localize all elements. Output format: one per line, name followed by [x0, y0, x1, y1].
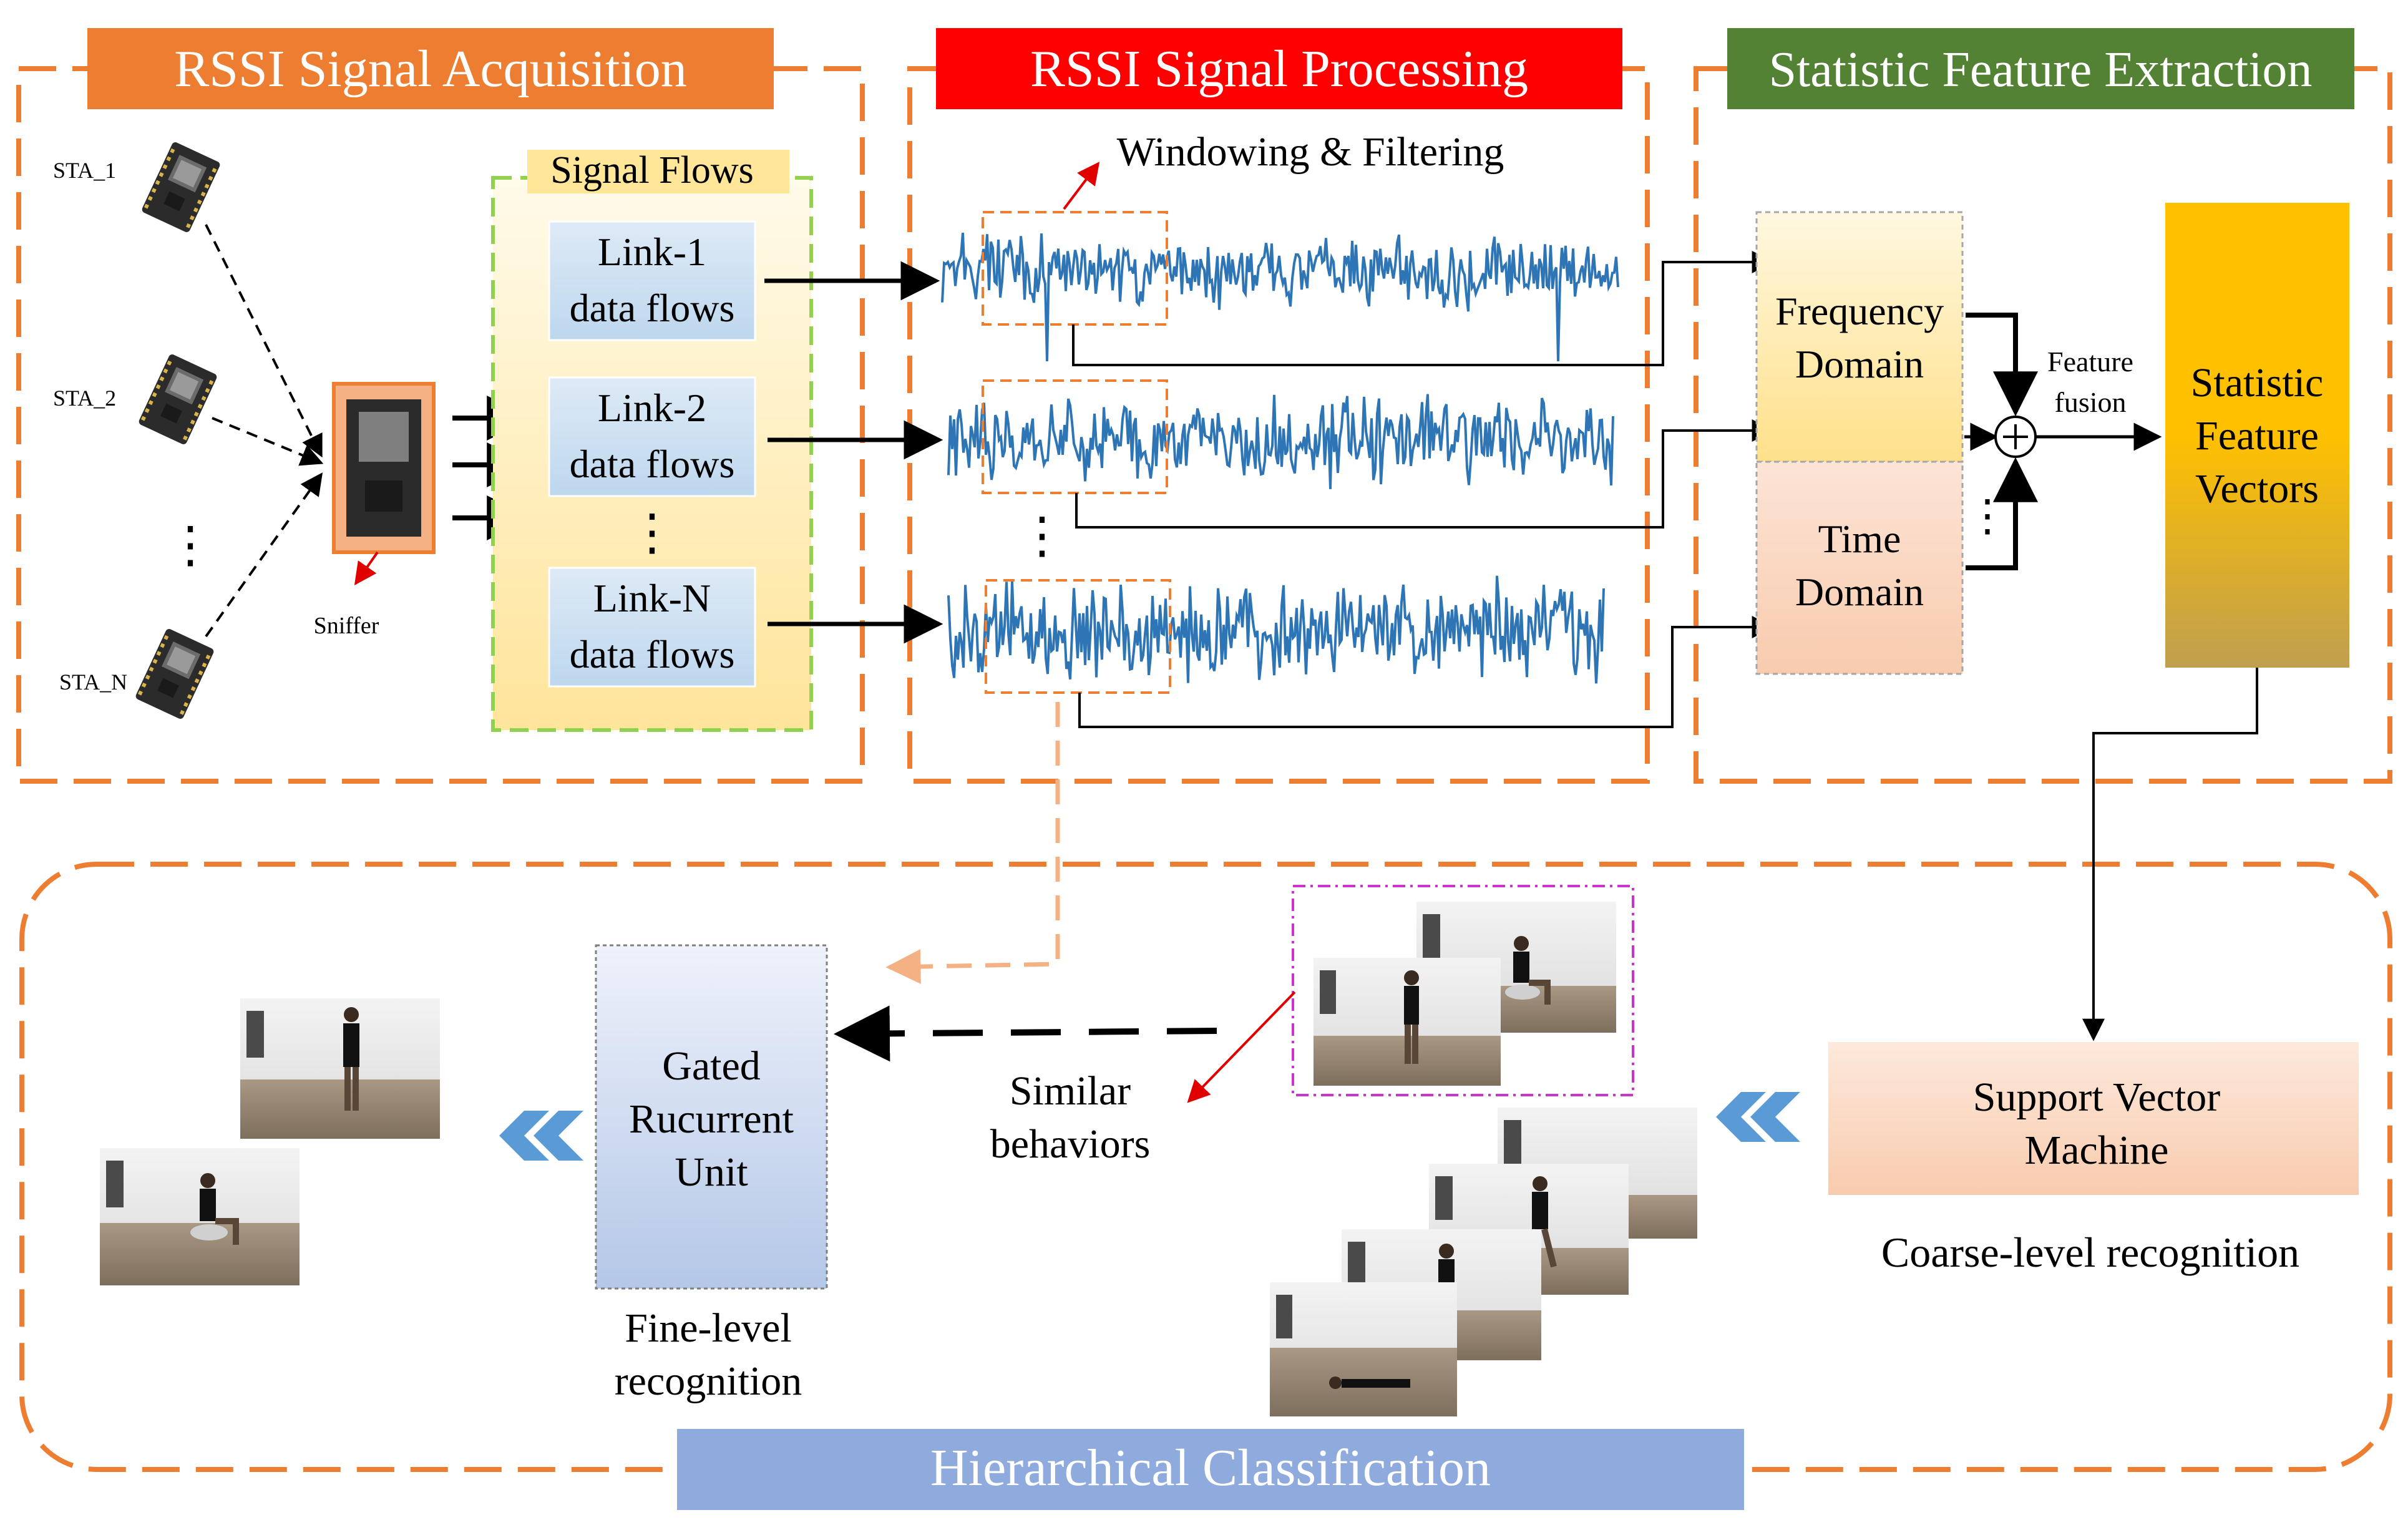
fine-level-sublabel: recognition — [615, 1358, 802, 1404]
similar-photo-standing — [1314, 958, 1501, 1086]
station-2-board — [137, 353, 218, 446]
wave-n-to-time — [1078, 616, 1775, 728]
sniffer-device — [332, 382, 436, 554]
link-1-sublabel: data flows — [570, 286, 735, 330]
window-box-2 — [982, 379, 1168, 494]
fine-photo-sitting — [100, 1148, 300, 1285]
feature-title: Statistic Feature Extraction — [1769, 42, 2313, 97]
station-2-link — [212, 417, 324, 466]
frequency-domain-box — [1755, 211, 1964, 463]
signal-waveform-2 — [947, 394, 1614, 489]
feature-vectors-box — [2165, 203, 2349, 668]
window-box-n — [985, 579, 1171, 694]
svm-box — [1828, 1042, 2359, 1195]
vectors-to-svm — [2082, 668, 2258, 1041]
fusion-ellipsis: ⋮ — [1966, 492, 2009, 540]
processing-title: RSSI Signal Processing — [1030, 40, 1528, 98]
gru-label-1: Gated — [662, 1043, 761, 1089]
time-domain-box — [1755, 460, 1964, 675]
station-n-label: STA_N — [59, 670, 127, 694]
acquisition-frame — [16, 66, 865, 784]
gru-box — [595, 944, 828, 1290]
processing-title-bg — [936, 28, 1622, 109]
svm-sublabel: Machine — [2025, 1128, 2169, 1173]
station-n-board — [134, 628, 215, 720]
classification-title-bg — [677, 1429, 1744, 1510]
feature-vectors-label-1: Statistic — [2191, 360, 2324, 406]
freq-to-fusion — [1966, 313, 2038, 417]
signal-waveform-n — [947, 575, 1605, 684]
similar-behaviors-label: Similar — [1010, 1068, 1131, 1114]
link-2-label: Link-2 — [598, 386, 706, 430]
classification-frame — [19, 862, 2392, 1472]
stations-ellipsis: ⋮ — [165, 518, 215, 573]
waves-ellipsis: ⋮ — [1017, 509, 1067, 563]
link-n-sublabel: data flows — [570, 632, 735, 676]
feature-title-bg — [1727, 28, 2354, 109]
time-domain-label: Time — [1818, 517, 1901, 561]
station-1-link — [205, 224, 323, 458]
coarse-level-label: Coarse-level recognition — [1881, 1229, 2299, 1276]
links-ellipsis: ⋮ — [627, 505, 677, 560]
acquisition-title-bg — [87, 28, 774, 109]
signal-waveform-1 — [941, 232, 1619, 362]
gru-label-2: Rucurrent — [629, 1096, 794, 1142]
time-to-fusion — [1966, 457, 2038, 570]
station-2-label: STA_2 — [53, 386, 116, 411]
wave-2-to-freq — [1075, 419, 1775, 529]
processing-frame — [907, 66, 1650, 784]
signal-flows-title: Signal Flows — [550, 149, 754, 192]
station-n-link — [205, 472, 323, 638]
link-2-box — [548, 376, 756, 497]
classification-title: Hierarchical Classification — [930, 1439, 1491, 1497]
similar-pointer — [1187, 991, 1296, 1103]
gru-label-3: Unit — [675, 1149, 748, 1195]
link-1-box — [548, 220, 756, 341]
similar-behaviors-sublabel: behaviors — [990, 1121, 1151, 1167]
station-1-label: STA_1 — [53, 158, 116, 183]
windowing-pointer — [1063, 162, 1100, 210]
feature-vectors-label-3: Vectors — [2195, 466, 2319, 512]
feature-fusion-sublabel: fusion — [2055, 386, 2127, 418]
link-n-box — [548, 567, 756, 688]
signal-flows-title-bg — [527, 150, 789, 193]
similar-to-gru-arrow — [834, 1005, 1217, 1062]
link-1-label: Link-1 — [598, 230, 706, 274]
window-box-1 — [982, 211, 1168, 326]
chevron-left-icon — [1716, 1092, 1800, 1142]
feature-vectors-label-2: Feature — [2195, 413, 2319, 459]
chevron-left-icon — [499, 1111, 583, 1161]
processing-to-gru-arrow — [885, 702, 1060, 985]
frequency-domain-sublabel: Domain — [1795, 342, 1924, 386]
time-domain-sublabel: Domain — [1795, 570, 1924, 614]
fusion-plus-icon — [1994, 416, 2037, 458]
station-1-board — [140, 141, 222, 233]
acquisition-title: RSSI Signal Acquisition — [174, 40, 686, 98]
coarse-photo-lying — [1270, 1282, 1457, 1416]
link-n-label: Link-N — [593, 576, 711, 620]
frequency-domain-label: Frequency — [1775, 289, 1944, 333]
sniffer-pointer — [354, 551, 379, 585]
signal-waveforms — [941, 232, 1619, 684]
svm-label: Support Vector — [1973, 1074, 2221, 1120]
wave-1-to-freq — [1072, 251, 1775, 366]
sniffer-label: Sniffer — [314, 613, 379, 639]
fine-photo-standing — [240, 998, 440, 1139]
feature-fusion-label: Feature — [2047, 346, 2133, 378]
windowing-label: Windowing & Filtering — [1117, 129, 1504, 175]
fine-level-label: Fine-level — [625, 1305, 792, 1351]
link-2-sublabel: data flows — [570, 442, 735, 486]
